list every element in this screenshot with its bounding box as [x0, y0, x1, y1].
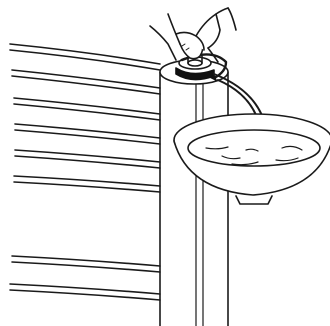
- radiator-rail: [13, 97, 161, 121]
- radiator-rails: [9, 43, 161, 301]
- radiator-rail: [14, 123, 161, 145]
- radiator-rail: [11, 255, 161, 273]
- hand-icon: [149, 7, 237, 63]
- radiator-rail: [9, 43, 161, 71]
- radiator-rail: [14, 149, 161, 169]
- radiator-rail: [9, 283, 161, 301]
- bowl-icon: [173, 113, 330, 205]
- radiator-pipe: [159, 59, 229, 326]
- radiator-rail: [11, 69, 161, 95]
- radiator-rail: [13, 175, 161, 193]
